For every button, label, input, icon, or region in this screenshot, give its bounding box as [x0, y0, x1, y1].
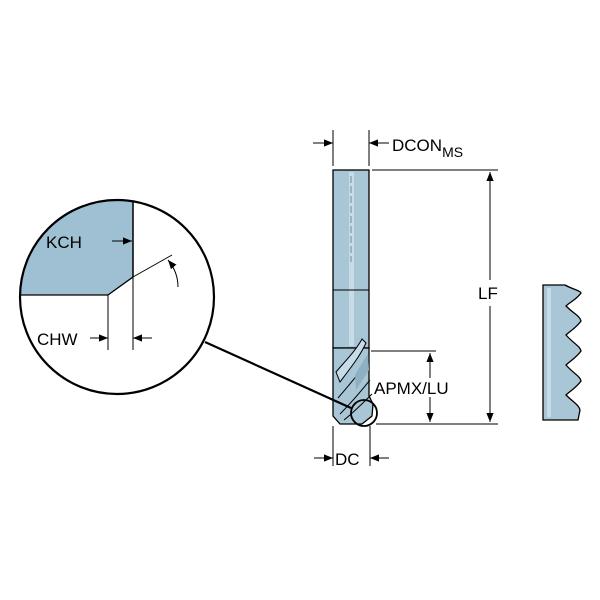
lf-label: LF [478, 284, 498, 303]
dcon-label: DCONMS [392, 136, 463, 160]
lf-dimension: LF [372, 169, 498, 425]
detail-leader-line [204, 340, 352, 410]
kch-angle-arc [167, 259, 179, 288]
flute-edge-4 [343, 393, 373, 421]
magnified-detail: KCH CHW [18, 198, 216, 396]
chw-label: CHW [37, 330, 78, 349]
end-mill-tool [332, 169, 374, 425]
dc-label: DC [335, 450, 360, 469]
dc-dimension: DC [314, 426, 389, 469]
apmx-label: APMX/LU [374, 379, 449, 398]
apmx-dimension: APMX/LU [371, 350, 449, 422]
cutting-edge-profile [542, 284, 582, 421]
flute-shadow [355, 354, 369, 390]
tip-detail-marker [350, 399, 378, 427]
dcon-dimension: DCONMS [313, 130, 463, 166]
flute-edge-3 [339, 379, 371, 415]
kch-label: KCH [46, 233, 82, 252]
kch-ref-line [132, 254, 173, 278]
detail-circle-border [18, 198, 216, 396]
flute-edge-1 [335, 338, 367, 384]
edge-profile-highlight [547, 288, 551, 417]
edge-profile-shape [542, 284, 582, 421]
